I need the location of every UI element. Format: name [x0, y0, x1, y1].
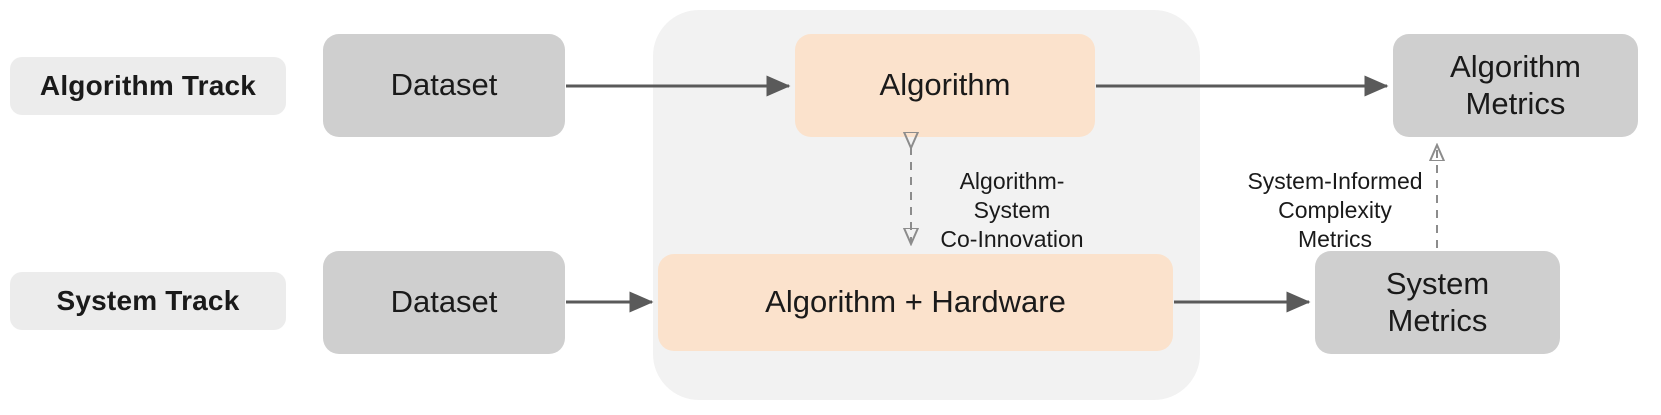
- annotation-complexity-metrics: System-Informed Complexity Metrics: [1247, 168, 1423, 252]
- node-algorithm-dataset[interactable]: Dataset: [323, 34, 565, 137]
- track-label-system: System Track: [10, 272, 286, 330]
- node-system-metrics[interactable]: System Metrics: [1315, 251, 1560, 354]
- node-algorithm-hardware[interactable]: Algorithm + Hardware: [658, 254, 1173, 351]
- node-system-dataset[interactable]: Dataset: [323, 251, 565, 354]
- node-algorithm-metrics[interactable]: Algorithm Metrics: [1393, 34, 1638, 137]
- node-algorithm[interactable]: Algorithm: [795, 34, 1095, 137]
- annotation-co-innovation: Algorithm-System Co-Innovation: [940, 168, 1084, 252]
- track-label-algorithm: Algorithm Track: [10, 57, 286, 115]
